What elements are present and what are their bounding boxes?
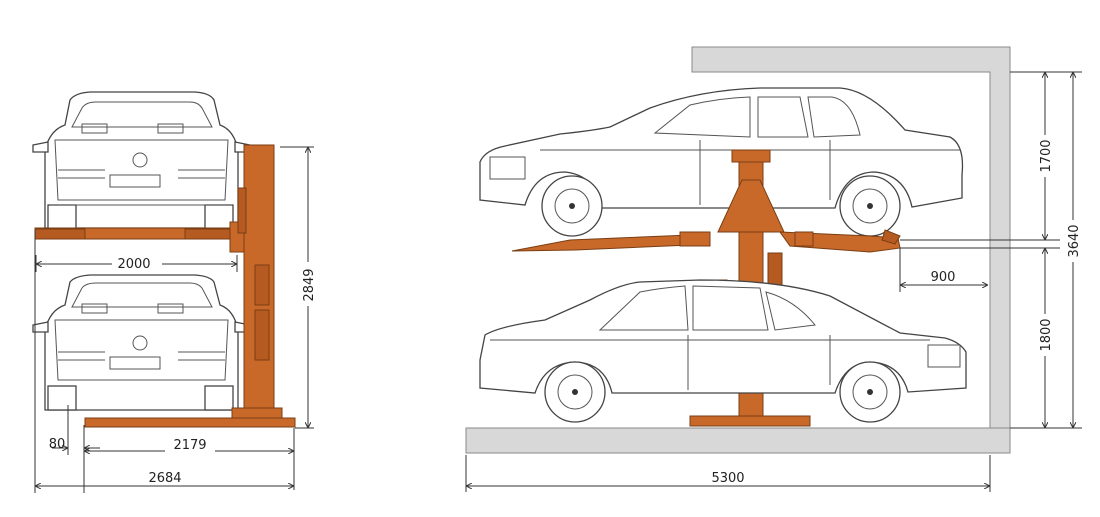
front-dimensions: 2000 2849 80 2179 2684 [34,146,317,493]
dim-wall-gap: 900 [931,270,956,285]
dim-base-length: 2179 [173,438,206,453]
side-lower-car [479,279,967,423]
dim-upper-clearance: 1700 [1039,139,1054,172]
front-lift-column [231,144,283,422]
dim-offset: 80 [49,437,66,452]
dim-front-height: 2849 [302,268,317,301]
front-upper-car [32,91,251,230]
side-view: 1700 1800 3640 900 5300 [465,46,1082,492]
dim-total-length: 5300 [711,471,744,486]
dim-total-width: 2684 [148,471,181,486]
side-dimensions: 1700 1800 3640 900 5300 [465,71,1082,492]
dim-platform-width: 2000 [117,257,150,272]
side-upper-car [479,87,964,237]
dim-lower-clearance: 1800 [1039,318,1054,351]
floor [465,427,1011,454]
front-lower-car [32,274,251,411]
front-base-plate [84,417,296,428]
front-view: 2000 2849 80 2179 2684 [32,91,317,493]
side-upper-platform [511,229,901,253]
dim-total-height: 3640 [1067,224,1082,257]
